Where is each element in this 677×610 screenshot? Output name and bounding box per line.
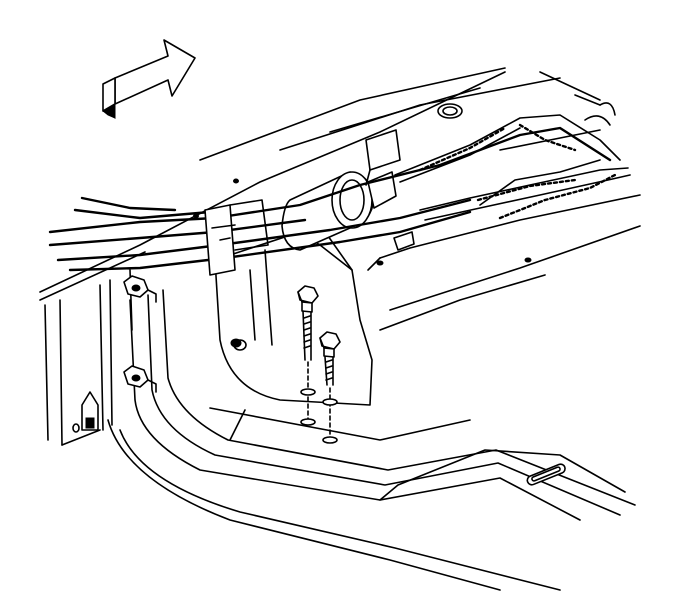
direction-arrow <box>102 39 196 119</box>
side-frame <box>44 269 133 446</box>
frame-rail <box>39 67 641 331</box>
fuel-filter <box>281 129 401 251</box>
frame-nut <box>123 275 157 393</box>
fuel-lines <box>48 102 631 272</box>
crossmember <box>107 289 636 591</box>
line-clip <box>204 199 415 276</box>
mounting-bracket <box>214 231 373 406</box>
bolt <box>297 285 341 444</box>
